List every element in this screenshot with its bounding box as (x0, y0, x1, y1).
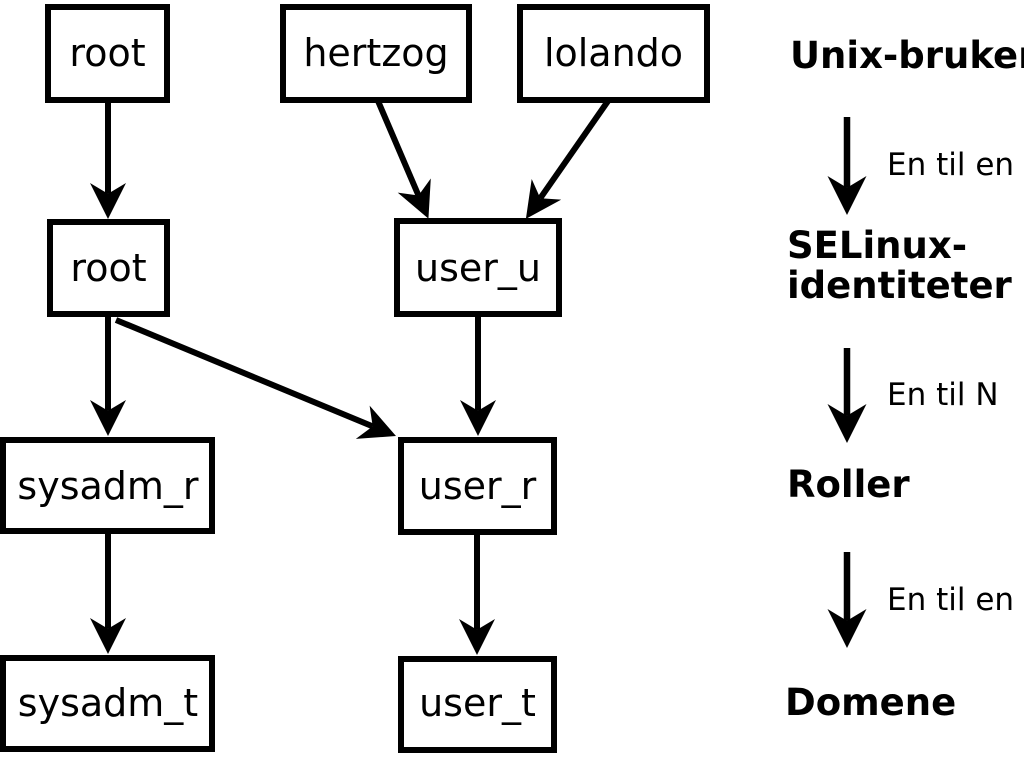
node-label-selinux-root: root (70, 246, 146, 290)
edge-selinuxroot-to-user-r (114, 317, 396, 439)
node-box-selinux-root (47, 219, 170, 317)
edge-hertzog-to-user-u (375, 99, 431, 219)
node-user-u: user_u (394, 218, 562, 317)
legend-title-selinux-line2: identiteter (787, 264, 1013, 307)
node-box-sysadm-t (0, 655, 215, 752)
legend-title-selinux-line1: SELinux- (787, 224, 967, 267)
node-label-user-t: user_t (419, 681, 536, 725)
node-box-sysadm-r (0, 437, 215, 534)
legend-label-en-til-en-2: En til en (887, 582, 1014, 618)
node-label-user-r: user_r (419, 464, 537, 508)
legend-label-en-til-en-1: En til en (887, 147, 1014, 183)
node-box-user-r (398, 437, 557, 535)
node-box-hertzog (280, 4, 472, 103)
node-label-unix-root: root (69, 31, 145, 75)
node-unix-root: root (45, 4, 170, 103)
node-user-r: user_r (398, 437, 557, 535)
legend-title-unix-users: Unix-brukere (790, 34, 1024, 77)
legend-title-roles: Roller (787, 463, 910, 506)
node-label-sysadm-t: sysadm_t (18, 681, 198, 725)
node-sysadm-t: sysadm_t (0, 655, 215, 752)
node-box-user-u (394, 218, 562, 317)
node-box-user-t (398, 656, 557, 753)
node-box-lolando (517, 4, 710, 103)
node-selinux-root: root (47, 219, 170, 317)
edge-lolando-to-user-u (525, 99, 611, 219)
node-user-t: user_t (398, 656, 557, 753)
node-hertzog: hertzog (280, 4, 472, 103)
diagram-edges (90, 99, 611, 655)
node-label-hertzog: hertzog (303, 31, 448, 75)
node-box-unix-root (45, 4, 170, 103)
node-label-sysadm-r: sysadm_r (17, 464, 199, 508)
node-lolando: lolando (517, 4, 710, 103)
legend-title-domains: Domene (785, 681, 956, 724)
node-label-user-u: user_u (415, 246, 541, 290)
legend-label-en-til-n: En til N (887, 377, 999, 413)
node-sysadm-r: sysadm_r (0, 437, 215, 534)
node-label-lolando: lolando (544, 31, 683, 75)
legend: Unix-brukere En til en SELinux- identite… (785, 34, 1024, 724)
